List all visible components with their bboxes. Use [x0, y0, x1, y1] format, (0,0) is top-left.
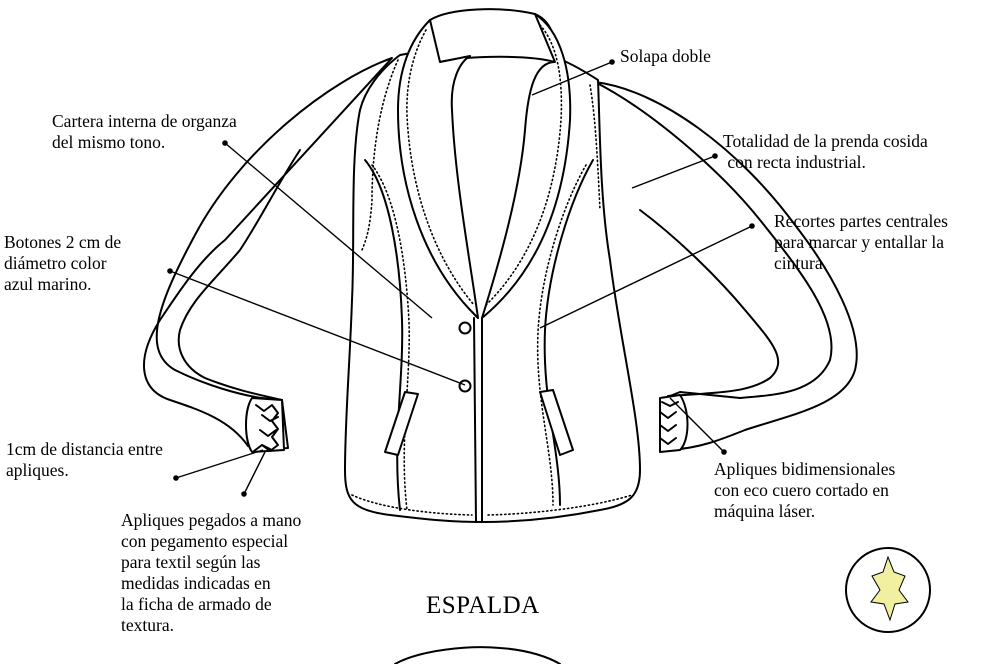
left-cuff-appliques — [253, 404, 279, 452]
right-cuff-appliques — [659, 401, 679, 445]
left-lapel — [397, 19, 479, 319]
leader-lines — [167, 59, 755, 497]
label-botones: Botones 2 cm de diámetro color azul mari… — [4, 232, 122, 294]
pocket-left — [384, 391, 419, 456]
label-distancia: 1cm de distancia entre apliques. — [6, 439, 163, 480]
right-sleeve — [594, 81, 858, 451]
princess-stitch-right — [536, 164, 587, 506]
label-recortes: Recortes partes centrales para marcar y … — [774, 211, 948, 273]
armhole-stitch-left — [361, 59, 399, 251]
pocket-right — [539, 389, 574, 456]
label-solapa: Solapa doble — [620, 46, 711, 66]
left-sleeve — [143, 57, 393, 450]
label-cartera: Cartera interna de organza del mismo ton… — [52, 111, 237, 152]
left-sleeve-inner — [177, 149, 301, 401]
button-top — [458, 321, 472, 335]
lapel-stitch-right — [485, 24, 563, 306]
label-apliques-bidimensionales: Apliques bidimensionales con eco cuero c… — [714, 459, 896, 521]
label-apliques-pegados: Apliques pegados a mano con pegamento es… — [121, 510, 302, 635]
princess-seam-right — [543, 159, 594, 506]
label-totalidad: Totalidad de la prenda cosida con recta … — [723, 131, 928, 172]
hem-stitch — [351, 494, 633, 516]
armhole-stitch-right — [589, 84, 601, 211]
back-view-collar — [394, 646, 561, 664]
applique-sample-shape — [870, 555, 909, 622]
right-sleeve-inner — [639, 209, 780, 397]
princess-stitch-left — [371, 164, 411, 511]
heading-espalda: ESPALDA — [426, 592, 540, 619]
center-front-2 — [473, 317, 477, 523]
lapel-stitch-left — [406, 29, 475, 306]
button-bottom — [458, 379, 472, 393]
left-cuff — [245, 397, 285, 453]
right-lapel — [481, 13, 572, 319]
